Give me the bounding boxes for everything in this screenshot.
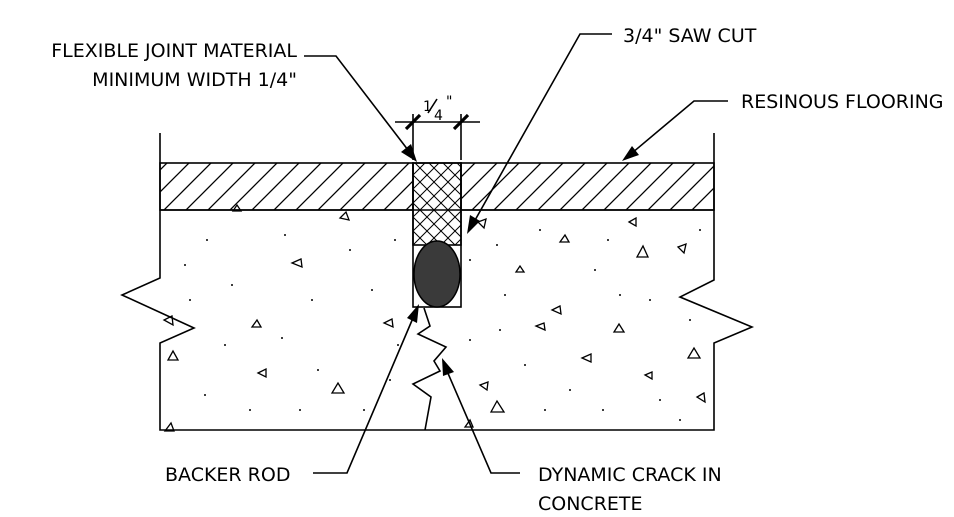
leader-flexible-joint (304, 55, 417, 162)
dimension-denominator: 4 (434, 108, 443, 124)
leader-backer-rod (313, 304, 419, 474)
aggregate-dots (184, 229, 701, 421)
dynamic-crack (411, 307, 448, 431)
leader-saw-cut (467, 33, 612, 234)
leader-resinous-flooring (622, 100, 728, 161)
resinous-flooring-label: RESINOUS FLOORING (741, 91, 944, 113)
crack-label-2: CONCRETE (538, 493, 643, 515)
dimension-inch-mark: " (446, 94, 452, 110)
flexible-joint-label-1: FLEXIBLE JOINT MATERIAL (51, 40, 297, 62)
flexible-joint-material (412, 162, 462, 308)
crack-label-1: DYNAMIC CRACK IN (538, 464, 722, 486)
leader-dynamic-crack (442, 358, 520, 474)
backer-rod-label: BACKER ROD (165, 464, 290, 486)
saw-cut-label: 3/4" SAW CUT (623, 25, 757, 47)
backer-rod (413, 240, 461, 308)
flexible-joint-label-2: MINIMUM WIDTH 1/4" (92, 69, 297, 91)
aggregate-marks (162, 203, 706, 432)
dimension-numerator: 1 (423, 99, 432, 115)
